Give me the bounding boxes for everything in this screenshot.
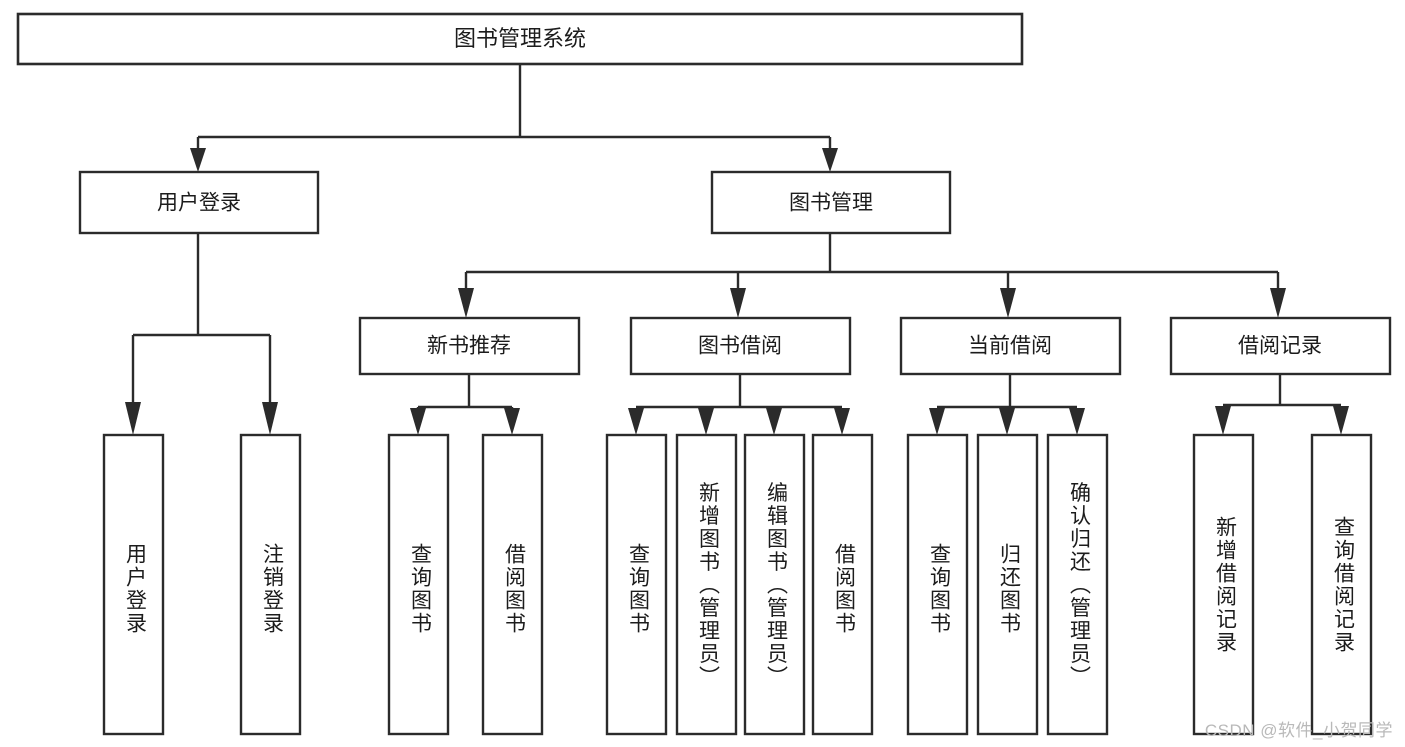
leaf-cb-query-book[interactable]: 查询图书 bbox=[906, 433, 969, 736]
current-borrow-box[interactable] bbox=[899, 316, 1122, 376]
arrow-head-br-add-record bbox=[1215, 406, 1231, 435]
book-management-label: 图书管理 bbox=[789, 192, 873, 215]
arrow-head-cb-return-book bbox=[999, 408, 1015, 435]
leaf-bb-add-book-box[interactable] bbox=[675, 433, 738, 736]
leaf-bb-query-book-label: 查询图书 bbox=[626, 543, 650, 635]
book-borrow-box[interactable] bbox=[629, 316, 852, 376]
leaf-cb-return-book-box[interactable] bbox=[976, 433, 1039, 736]
leaf-nb-borrow-book-box[interactable] bbox=[481, 433, 544, 736]
current-borrow-label: 当前借阅 bbox=[968, 335, 1052, 358]
book-management-box[interactable] bbox=[710, 170, 952, 235]
leaf-bb-edit-book[interactable]: 编辑图书（管理员） bbox=[743, 433, 806, 736]
node-current-borrow[interactable]: 当前借阅 bbox=[899, 316, 1122, 376]
node-root-book-management-system[interactable]: 图书管理系统 bbox=[16, 12, 1024, 66]
arrow-head-book-mgmt bbox=[822, 148, 838, 172]
leaf-nb-query-book-box[interactable] bbox=[387, 433, 450, 736]
leaf-bb-borrow-book[interactable]: 借阅图书 bbox=[811, 433, 874, 736]
new-book-recommend-label: 新书推荐 bbox=[427, 335, 511, 358]
node-user-login[interactable]: 用户登录 bbox=[78, 170, 320, 235]
arrow-head-bb-edit-book bbox=[766, 408, 782, 435]
leaf-br-query-record-box[interactable] bbox=[1310, 433, 1373, 736]
leaf-nb-borrow-book[interactable]: 借阅图书 bbox=[481, 433, 544, 736]
leaf-bb-borrow-book-label: 借阅图书 bbox=[832, 543, 856, 635]
node-new-book-recommend[interactable]: 新书推荐 bbox=[358, 316, 581, 376]
leaf-nb-borrow-book-label: 借阅图书 bbox=[502, 543, 526, 635]
user-login-label: 用户登录 bbox=[157, 192, 241, 215]
root-label: 图书管理系统 bbox=[454, 26, 586, 51]
arrow-head-cb-confirm-return bbox=[1069, 408, 1085, 435]
arrow-head-nb-query-book bbox=[410, 408, 426, 435]
leaf-cb-confirm-return-box[interactable] bbox=[1046, 433, 1109, 736]
leaf-bb-query-book[interactable]: 查询图书 bbox=[605, 433, 668, 736]
arrow-head-book-borrow bbox=[730, 288, 746, 318]
leaf-br-add-record-label: 新增借阅记录 bbox=[1213, 516, 1237, 654]
arrow-head-new-book-recommend bbox=[458, 288, 474, 318]
leaf-cb-confirm-return[interactable]: 确认归还（管理员） bbox=[1046, 433, 1109, 736]
leaf-cb-query-book-label: 查询图书 bbox=[927, 543, 951, 635]
leaf-logout-label: 注销登录 bbox=[260, 543, 284, 635]
arrow-head-leaf-user-login bbox=[125, 402, 141, 435]
user-login-box[interactable] bbox=[78, 170, 320, 235]
new-book-recommend-box[interactable] bbox=[358, 316, 581, 376]
leaf-cb-return-book-label: 归还图书 bbox=[997, 543, 1021, 635]
edge-layer bbox=[125, 64, 1349, 435]
leaf-logout[interactable]: 注销登录 bbox=[239, 433, 302, 736]
leaf-user-login-label: 用户登录 bbox=[123, 543, 147, 635]
leaf-cb-return-book[interactable]: 归还图书 bbox=[976, 433, 1039, 736]
arrow-head-user-login bbox=[190, 148, 206, 172]
root-box[interactable] bbox=[16, 12, 1024, 66]
leaf-bb-edit-book-label: 编辑图书（管理员） bbox=[764, 482, 788, 689]
arrow-head-bb-borrow-book bbox=[834, 408, 850, 435]
node-book-management[interactable]: 图书管理 bbox=[710, 170, 952, 235]
leaf-nb-query-book-label: 查询图书 bbox=[408, 543, 432, 635]
leaf-cb-query-book-box[interactable] bbox=[906, 433, 969, 736]
arrow-head-br-query-record bbox=[1333, 406, 1349, 435]
book-borrow-label: 图书借阅 bbox=[698, 335, 782, 358]
leaf-br-query-record-label: 查询借阅记录 bbox=[1331, 516, 1355, 654]
borrow-record-box[interactable] bbox=[1169, 316, 1392, 376]
node-book-borrow[interactable]: 图书借阅 bbox=[629, 316, 852, 376]
leaf-bb-query-book-box[interactable] bbox=[605, 433, 668, 736]
node-borrow-record[interactable]: 借阅记录 bbox=[1169, 316, 1392, 376]
leaf-bb-add-book-label: 新增图书（管理员） bbox=[696, 482, 720, 689]
arrow-head-nb-borrow-book bbox=[504, 408, 520, 435]
leaf-logout-box[interactable] bbox=[239, 433, 302, 736]
leaf-user-login-box[interactable] bbox=[102, 433, 165, 736]
leaf-bb-add-book[interactable]: 新增图书（管理员） bbox=[675, 433, 738, 736]
leaf-bb-edit-book-box[interactable] bbox=[743, 433, 806, 736]
leaf-br-query-record[interactable]: 查询借阅记录 bbox=[1310, 433, 1373, 736]
leaf-br-add-record[interactable]: 新增借阅记录 bbox=[1192, 433, 1255, 736]
arrow-head-leaf-logout bbox=[262, 402, 278, 435]
arrow-head-current-borrow bbox=[1000, 288, 1016, 318]
leaf-bb-borrow-book-box[interactable] bbox=[811, 433, 874, 736]
leaf-user-login[interactable]: 用户登录 bbox=[102, 433, 165, 736]
leaf-cb-confirm-return-label: 确认归还（管理员） bbox=[1067, 482, 1091, 689]
arrow-head-cb-query-book bbox=[929, 408, 945, 435]
leaf-nb-query-book[interactable]: 查询图书 bbox=[387, 433, 450, 736]
borrow-record-label: 借阅记录 bbox=[1238, 335, 1322, 358]
arrow-head-bb-query-book bbox=[628, 408, 644, 435]
arrow-head-borrow-record bbox=[1270, 288, 1286, 318]
leaf-br-add-record-box[interactable] bbox=[1192, 433, 1255, 736]
arrow-head-bb-add-book bbox=[698, 408, 714, 435]
